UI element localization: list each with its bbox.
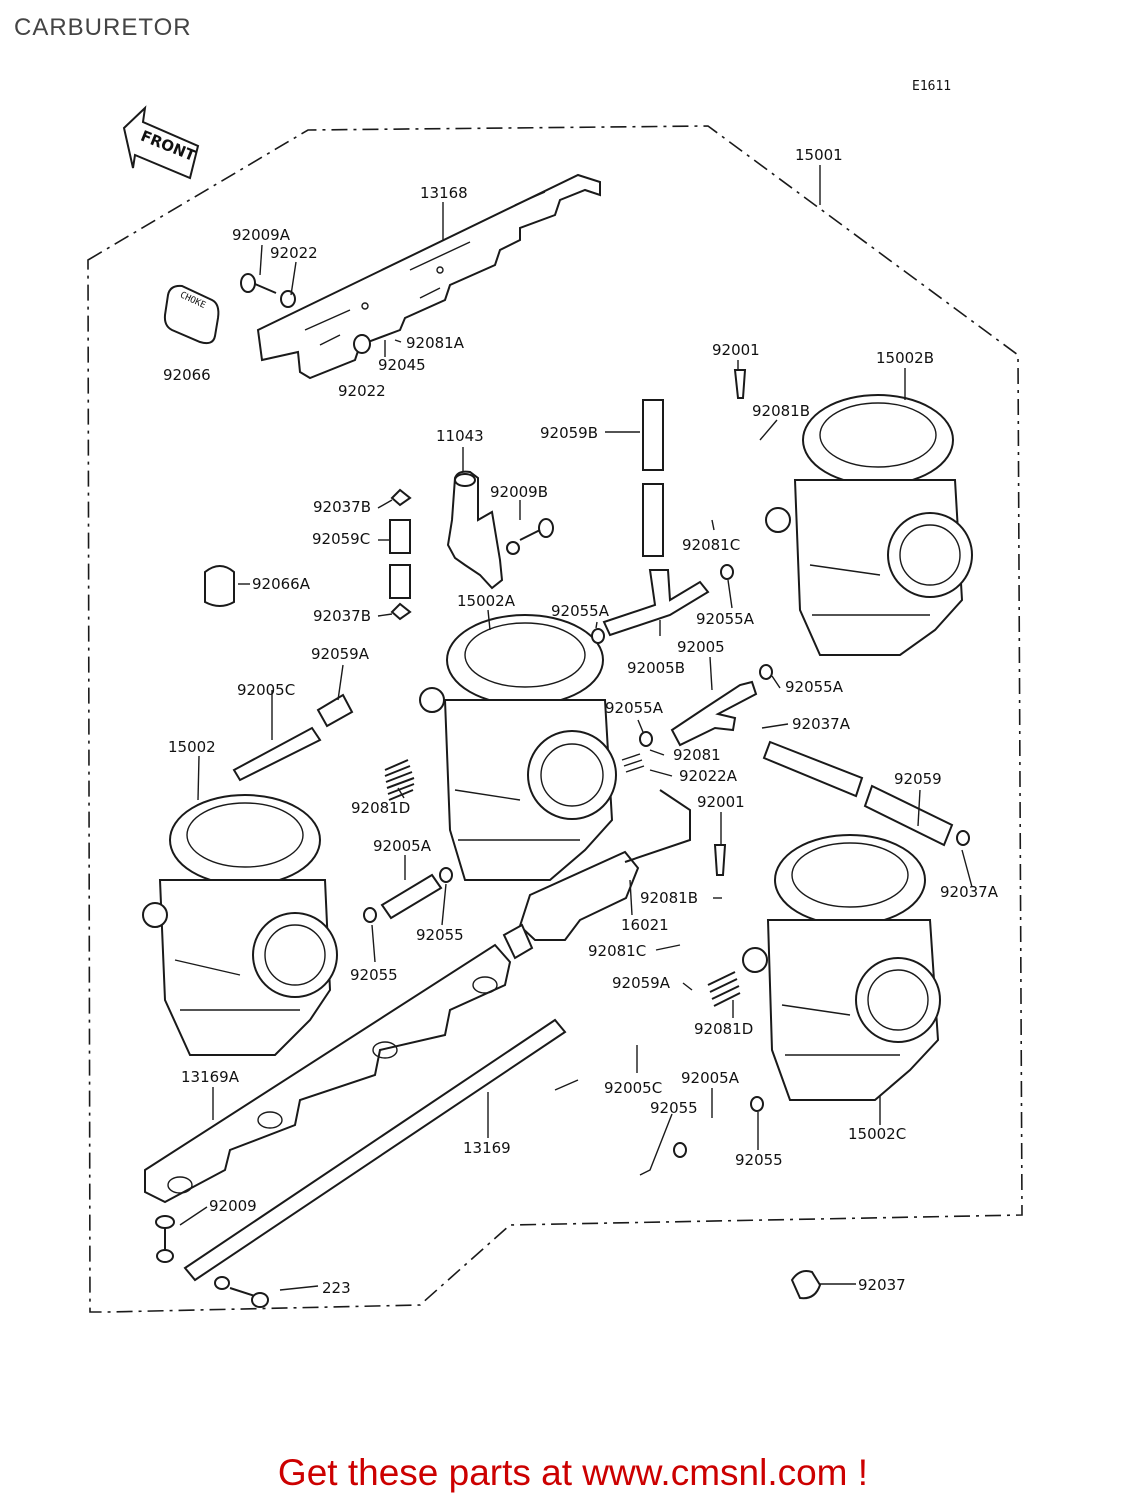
hose-92059B-part	[642, 399, 664, 557]
label-92009: 92009	[209, 1197, 257, 1215]
label-15002B: 15002B	[876, 349, 934, 367]
leader-lines	[179, 165, 973, 1291]
label-92022-b: 92022	[338, 382, 386, 400]
label-92005B: 92005B	[627, 659, 685, 677]
label-92081B-b: 92081B	[640, 889, 698, 907]
label-92059: 92059	[894, 770, 942, 788]
label-92066A: 92066A	[252, 575, 311, 593]
link-rod-13169-part	[183, 1018, 567, 1282]
label-92081C-b: 92081C	[588, 942, 646, 960]
label-92081D-b: 92081D	[694, 1020, 753, 1038]
o-rings	[363, 564, 970, 1158]
label-92009B: 92009B	[490, 483, 548, 501]
carburetor-15002B-part	[765, 394, 973, 656]
label-92081A: 92081A	[406, 334, 465, 352]
label-13169A: 13169A	[181, 1068, 240, 1086]
label-15002C: 15002C	[848, 1125, 906, 1143]
fitting-92005B-part	[602, 569, 710, 637]
label-92066: 92066	[163, 366, 211, 384]
label-92059A-a: 92059A	[311, 645, 370, 663]
label-92037A-a: 92037A	[792, 715, 851, 733]
screw-92009-part	[155, 1215, 175, 1263]
label-92055A-a: 92055A	[696, 610, 755, 628]
label-92055-b: 92055	[350, 966, 398, 984]
screw-92001-b-part	[713, 844, 727, 876]
fitting-92005-part	[670, 680, 758, 747]
spring-92081-part	[621, 753, 645, 773]
footer-link[interactable]: Get these parts at www.cmsnl.com !	[277, 1452, 869, 1493]
screw-223-part	[214, 1276, 269, 1308]
label-92059A-b: 92059A	[612, 974, 671, 992]
label-15001: 15001	[795, 146, 843, 164]
label-92037B-b: 92037B	[313, 607, 371, 625]
label-92055A-c: 92055A	[785, 678, 844, 696]
label-92055A-d: 92055A	[605, 699, 664, 717]
label-92081B-a: 92081B	[752, 402, 810, 420]
label-92059B: 92059B	[540, 424, 598, 442]
assembly-boundary	[87, 125, 1023, 1313]
label-92055-c: 92055	[650, 1099, 698, 1117]
clip-92037-part	[790, 1270, 822, 1300]
screw-92009B-part	[506, 518, 554, 555]
label-15002: 15002	[168, 738, 216, 756]
cap-92066A-part	[204, 565, 235, 607]
label-92005C-a: 92005C	[237, 681, 295, 699]
bracket-11043-part	[446, 470, 504, 590]
label-92081C-a: 92081C	[682, 536, 740, 554]
choke-knob-part: CHOKE	[163, 284, 220, 345]
label-92037: 92037	[858, 1276, 906, 1294]
carburetor-15002A-part	[419, 614, 617, 881]
carburetor-15002-part	[142, 794, 338, 1056]
label-92005C-b: 92005C	[604, 1079, 662, 1097]
label-92045: 92045	[378, 356, 426, 374]
label-92081D-a: 92081D	[351, 799, 410, 817]
label-92055A-b: 92055A	[551, 602, 610, 620]
label-92001-a: 92001	[712, 341, 760, 359]
label-92081: 92081	[673, 746, 721, 764]
label-92059C: 92059C	[312, 530, 370, 548]
label-92005A-b: 92005A	[681, 1069, 740, 1087]
diagram-code: E1611	[912, 79, 951, 94]
label-92009A: 92009A	[232, 226, 291, 244]
page-title: CARBURETOR	[14, 14, 192, 41]
fuel-bracket-16021-part	[502, 789, 691, 960]
label-13168: 13168	[420, 184, 468, 202]
label-92022A: 92022A	[679, 767, 738, 785]
front-arrow-icon: FRONT	[122, 105, 200, 180]
label-223: 223	[322, 1279, 351, 1297]
spring-92081D-b-part	[707, 971, 741, 1007]
label-92055-a: 92055	[416, 926, 464, 944]
label-92022-a: 92022	[270, 244, 318, 262]
label-11043: 11043	[436, 427, 484, 445]
label-92055-d: 92055	[735, 1151, 783, 1169]
hose-92005C-part	[232, 726, 322, 782]
hose-92005A-part	[380, 873, 443, 920]
screw-92001-part	[733, 369, 747, 399]
spring-92081D-part	[384, 759, 415, 801]
label-92037B-a: 92037B	[313, 498, 371, 516]
label-92037A-b: 92037A	[940, 883, 999, 901]
throttle-bracket-part	[256, 173, 601, 380]
carburetor-15002C-part	[742, 834, 941, 1101]
label-92001-b: 92001	[697, 793, 745, 811]
hose-92059C-part	[389, 488, 412, 621]
label-92005: 92005	[677, 638, 725, 656]
hose-92059A-part	[316, 693, 354, 728]
label-92005A-a: 92005A	[373, 837, 432, 855]
label-15002A: 15002A	[457, 592, 516, 610]
hose-92059-part	[762, 740, 954, 847]
link-plate-13169A-part	[144, 943, 512, 1204]
label-16021: 16021	[621, 916, 669, 934]
label-13169: 13169	[463, 1139, 511, 1157]
